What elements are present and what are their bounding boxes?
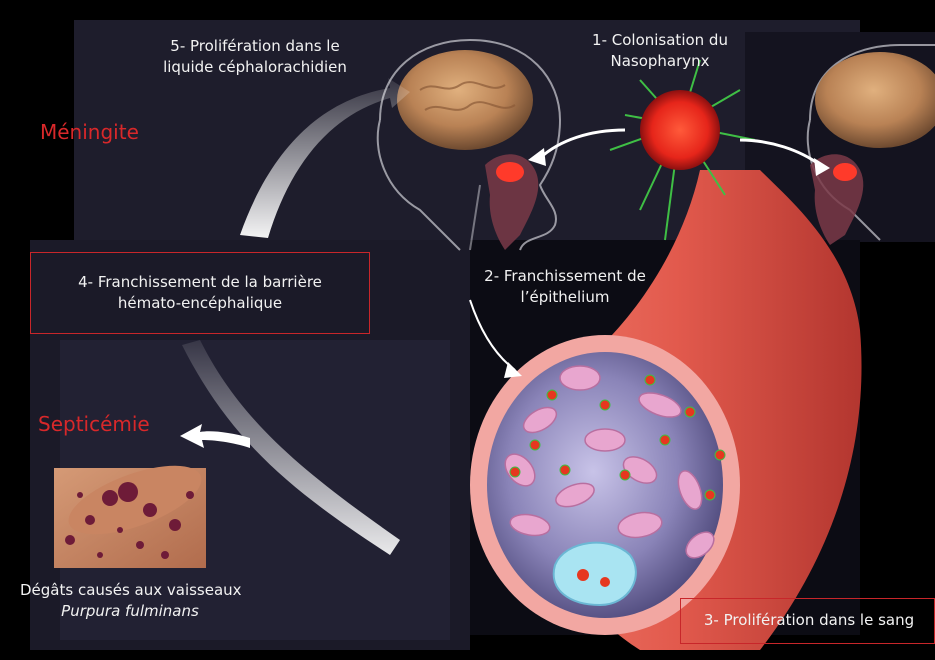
step4-label: 4- Franchissement de la barrière hémato-…: [40, 272, 360, 314]
arrow-to-nasal-left-head: [528, 148, 546, 166]
arrow-to-nasal-left: [540, 130, 625, 158]
step2-label: 2- Franchissement de l’épithelium: [465, 266, 665, 308]
purpura-caption: Dégâts causés aux vaisseaux Purpura fulm…: [20, 580, 240, 622]
arrow-to-septicemie: [182, 340, 400, 555]
meningite-title: Méningite: [40, 120, 139, 144]
step2-line2: l’épithelium: [465, 287, 665, 308]
caption-line1: Dégâts causés aux vaisseaux: [20, 580, 240, 601]
step3-label: 3- Prolifération dans le sang: [686, 610, 932, 631]
step5-line2: liquide céphalorachidien: [140, 57, 370, 78]
purpura-photo: [54, 452, 210, 568]
step5-label: 5- Prolifération dans le liquide céphalo…: [140, 36, 370, 78]
step4-line2: hémato-encéphalique: [40, 293, 360, 314]
step1-label: 1- Colonisation du Nasopharynx: [570, 30, 750, 72]
step1-line2: Nasopharynx: [570, 51, 750, 72]
macrophage: [554, 543, 636, 605]
nasal-cavity-left: [470, 154, 538, 250]
step2-line1: 2- Franchissement de: [465, 266, 665, 287]
septicemie-title: Septicémie: [38, 412, 150, 436]
arrow-to-vessel: [470, 300, 515, 370]
step4-line1: 4- Franchissement de la barrière: [40, 272, 360, 293]
brain-left: [397, 50, 533, 150]
step5-line1: 5- Prolifération dans le: [140, 36, 370, 57]
caption-line2: Purpura fulminans: [20, 601, 240, 622]
arrow-to-brain: [240, 78, 410, 238]
step1-line1: 1- Colonisation du: [570, 30, 750, 51]
